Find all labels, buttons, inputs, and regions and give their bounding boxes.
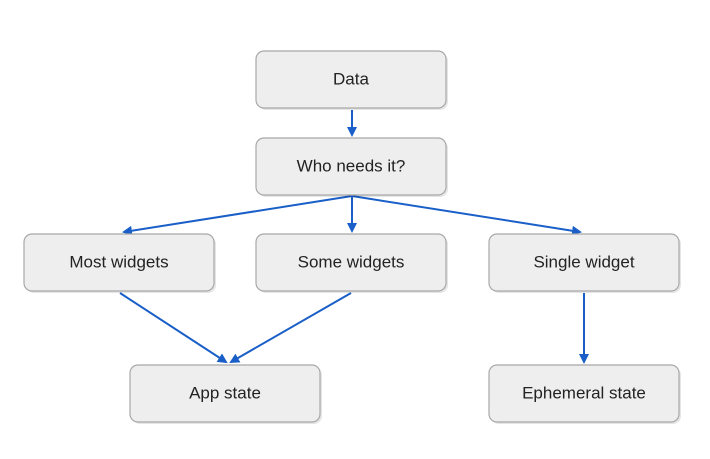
edge-some-to-app [229,292,352,363]
edge-who-to-most [122,195,353,236]
edges [119,110,589,364]
node-ephemeral-state: Ephemeral state [488,364,681,424]
node-single-widget: Single widget [488,233,681,293]
node-who-needs: Who needs it? [255,137,448,197]
node-some-widgets: Some widgets [255,233,448,293]
node-some-widgets-label: Some widgets [298,252,405,271]
node-most-widgets-label: Most widgets [69,252,168,271]
node-most-widgets: Most widgets [23,233,216,293]
node-app-state-label: App state [189,383,261,402]
node-data-label: Data [333,69,369,88]
edge-most-to-app [119,292,228,364]
node-ephemeral-state-label: Ephemeral state [522,383,646,402]
edge-who-to-single [351,195,582,236]
node-who-needs-label: Who needs it? [297,156,406,175]
node-app-state: App state [129,364,322,424]
node-data: Data [255,50,448,110]
node-single-widget-label: Single widget [533,252,634,271]
